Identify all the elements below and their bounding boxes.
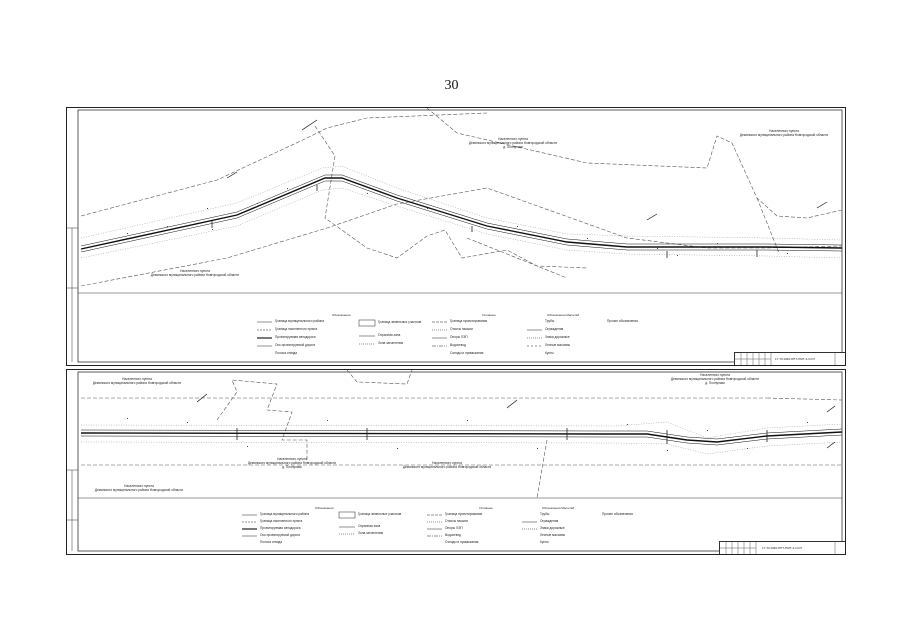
district-label: Населенного пункта Демянского муниципаль…	[402, 461, 492, 469]
legend-item: Ось проектируемой дороги	[260, 533, 301, 537]
legend-item: Трубы	[540, 512, 550, 516]
legend-item: Проектируемая автодорога	[275, 335, 316, 339]
legend-item: Съезды и примыкания	[450, 351, 484, 355]
legend-item: Полоса отвода	[260, 540, 283, 544]
right-of-way	[80, 165, 843, 259]
legend-item: Граница муниципального района	[260, 512, 310, 516]
road-axis	[80, 174, 843, 253]
legend-item: Ось проектируемой дороги	[275, 343, 316, 347]
legend-item: Полоса отвода	[275, 351, 298, 355]
drawing-sheet-2: Населенного пункта Демянского муниципаль…	[66, 369, 846, 555]
inner-frame	[77, 371, 843, 552]
legend-item: Прочие обозначения	[602, 512, 633, 516]
utility-posts	[236, 428, 768, 444]
legend-header: Условные	[479, 506, 493, 510]
legend-item: Водоотвод	[450, 343, 466, 347]
legend-header: Обозначения	[315, 506, 334, 510]
legend-item: Граница проектирования	[445, 512, 483, 516]
right-of-way	[80, 421, 843, 455]
boundary-lines	[81, 370, 843, 499]
north-markers	[226, 119, 828, 221]
inner-frame	[77, 109, 843, 363]
legend-item: Знаки дорожные	[545, 335, 570, 339]
legend-item: Зона затопления	[378, 341, 404, 345]
legend-item: Опоры ЛЭП	[450, 335, 468, 339]
legend-item: Трубы	[545, 319, 555, 323]
district-label: Населенного пункта Демянского муниципаль…	[94, 484, 184, 492]
district-label: Населенного пункта Демянского муниципаль…	[150, 269, 240, 277]
legend-item: Ограждения	[540, 519, 559, 523]
road-plan-drawing-2	[67, 370, 843, 552]
legend-item: Проектируемая автодорога	[260, 526, 301, 530]
legend-item: Зона затопления	[358, 531, 384, 535]
legend-item: Граница земельных участков	[358, 512, 402, 516]
north-markers	[196, 393, 836, 449]
legend-item: Прочие обозначения	[607, 319, 638, 323]
legend-item: Кусты	[540, 540, 549, 544]
legend-item: Опоры ЛЭП	[445, 526, 463, 530]
ground-texture	[127, 418, 808, 451]
legend-header: Обозначения Масштаб	[547, 313, 580, 317]
utility-posts	[211, 185, 758, 258]
legend-item: Водоотвод	[445, 533, 461, 537]
legend-symbols	[257, 319, 542, 347]
legend-item: Ограждения	[545, 327, 564, 331]
legend-item: Знаки дорожные	[540, 526, 565, 530]
drawing-sheet-1: Населенного пункта Демянского муниципаль…	[66, 107, 846, 366]
legend-item: Откосы насыпи	[450, 327, 473, 331]
legend-item: Откосы насыпи	[445, 519, 468, 523]
legend-item: Граница проектирования	[450, 319, 488, 323]
legend-header: Обозначения Масштаб	[542, 506, 575, 510]
road-plan-drawing-1	[67, 108, 843, 363]
district-label: Населенного пункта Демянского муниципаль…	[92, 377, 182, 385]
title-block: 17-ТС1066-ППТ-ПМТ-3-ССП	[719, 541, 845, 554]
legend-symbols	[242, 511, 537, 537]
legend-item: Граница земельных участков	[378, 320, 422, 324]
legend-header: Условные	[482, 313, 496, 317]
legend-item: Охранная зона	[378, 333, 401, 337]
page-number: 30	[444, 78, 459, 93]
legend-header: Обозначения	[332, 313, 351, 317]
boundary-lines	[80, 108, 843, 287]
legend-item: Съезды и примыкания	[445, 540, 479, 544]
legend-item: Лесные массивы	[545, 343, 571, 347]
legend-item: Лесные массивы	[540, 533, 566, 537]
ground-texture	[127, 188, 788, 256]
settlement-label: Населенного пункта Демянского муниципаль…	[670, 373, 760, 385]
legend-item: Граница муниципального района	[275, 319, 325, 323]
title-block: 17-ТС1066-ППТ-ПМТ-3-ССП	[734, 352, 845, 365]
legend-item: Граница населенного пункта	[275, 327, 318, 331]
legend-item: Граница населенного пункта	[260, 519, 303, 523]
settlement-label: Населенного пункта Демянского муниципаль…	[468, 137, 558, 149]
drawing-code: 17-ТС1066-ППТ-ПМТ-3-ССП	[762, 546, 802, 550]
district-label: Населенного пункта Демянского муниципаль…	[739, 129, 829, 137]
drawing-code: 17-ТС1066-ППТ-ПМТ-3-ССП	[775, 357, 815, 361]
legend-item: Кусты	[545, 351, 554, 355]
settlement-label: Населенного пункта Демянского муниципаль…	[247, 457, 337, 469]
legend-item: Охранная зона	[358, 524, 381, 528]
